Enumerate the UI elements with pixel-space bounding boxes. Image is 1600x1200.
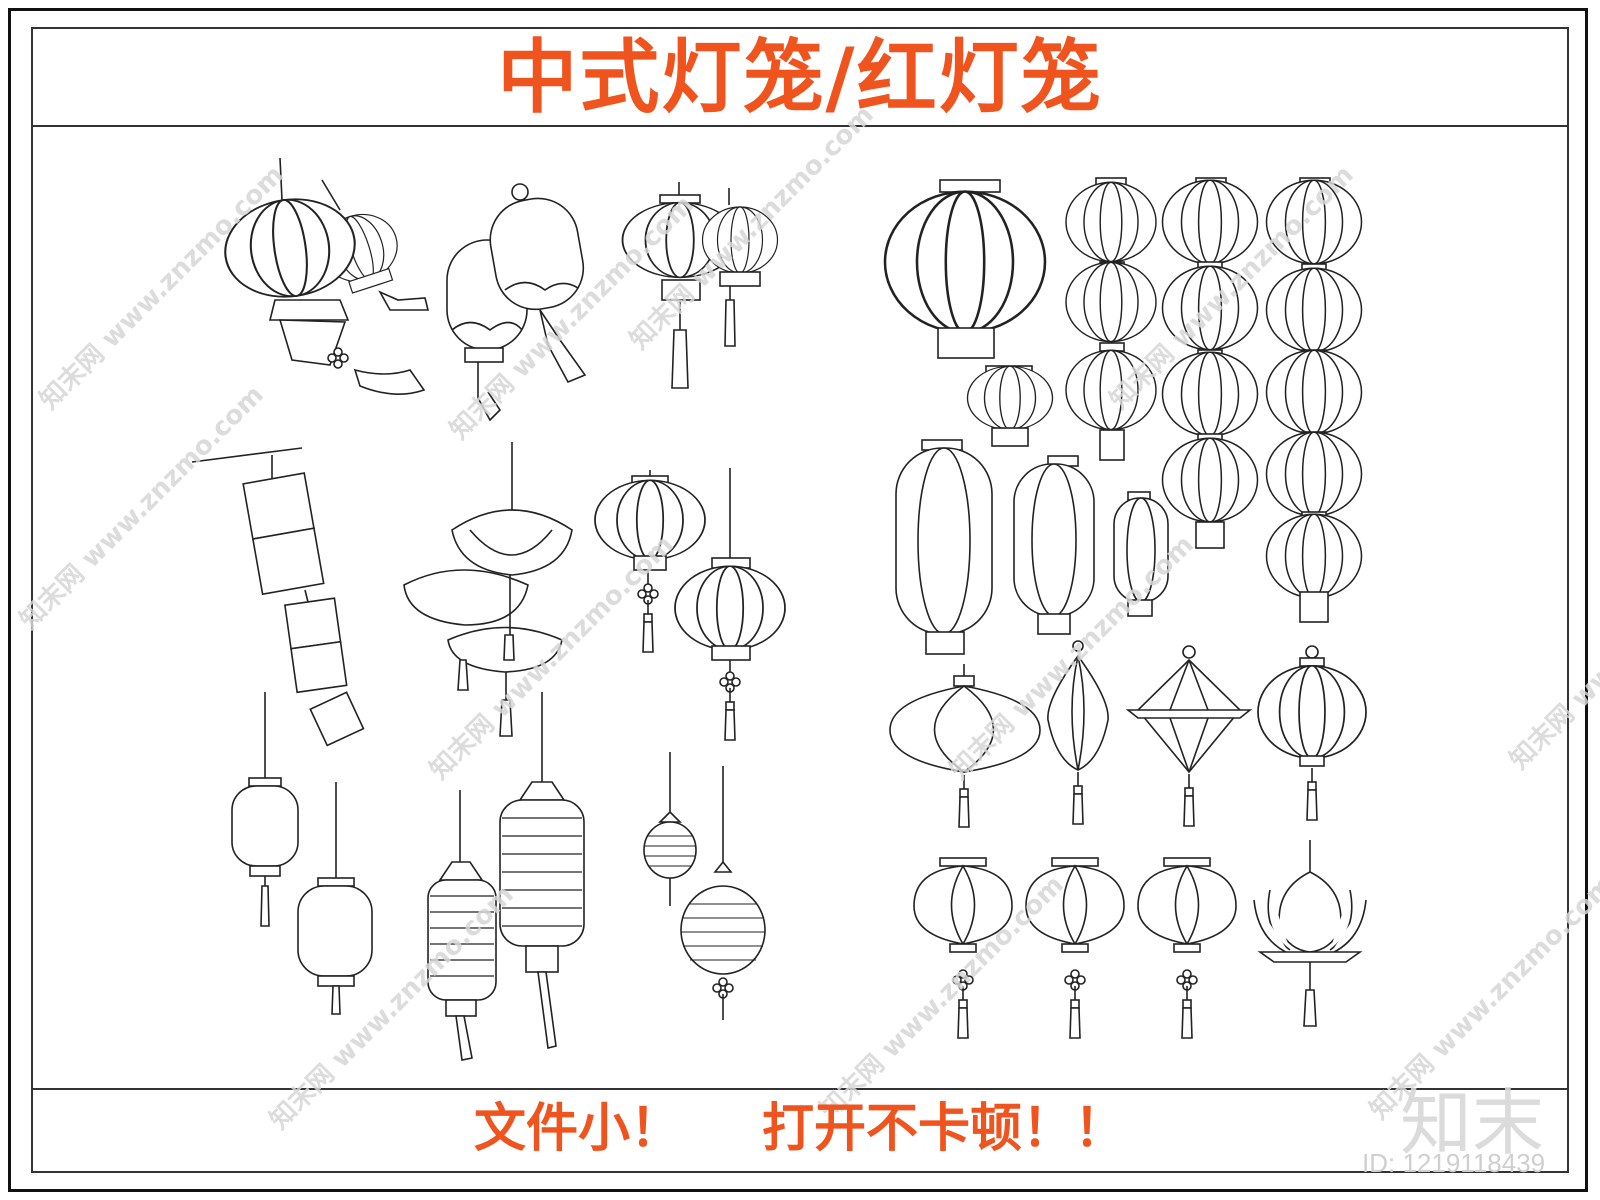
lantern-string-4 [1161,177,1259,549]
lantern-ribbed-cylinders [427,692,585,1061]
lantern-cube-stack [191,447,365,747]
slogan-part2: 打开不卡顿！！ [762,1099,1127,1159]
header-divider [31,125,1569,127]
lantern-large-round [883,179,1054,447]
lantern-round-pair [621,182,779,389]
lantern-umbrella-stack [403,442,573,737]
inner-frame [31,27,1569,1173]
page-title: 中式灯笼/红灯笼 [497,30,1103,124]
outer-frame [8,8,1588,1192]
footer-divider [31,1088,1569,1090]
lantern-string-5 [1265,177,1363,623]
lantern-ribbed-round [643,752,766,1020]
brand-logo: 知末 [1400,1081,1545,1165]
lantern-bottom-row [913,840,1367,1039]
lantern-capsule-pair [446,183,587,422]
lantern-knot-pair [594,468,786,741]
lantern-shaped-row [889,640,1367,828]
lantern-small-capsules [231,692,373,1015]
lantern-tall-ovals [895,439,1169,655]
slogan-part1: 文件小！ [473,1099,682,1159]
footer-slogan: 文件小！ 打开不卡顿！！ [31,1088,1569,1170]
lantern-tilted-pair [217,157,430,395]
lantern-string-3 [1065,177,1157,461]
image-id-label: ID: 1219118439 [1362,1148,1546,1178]
